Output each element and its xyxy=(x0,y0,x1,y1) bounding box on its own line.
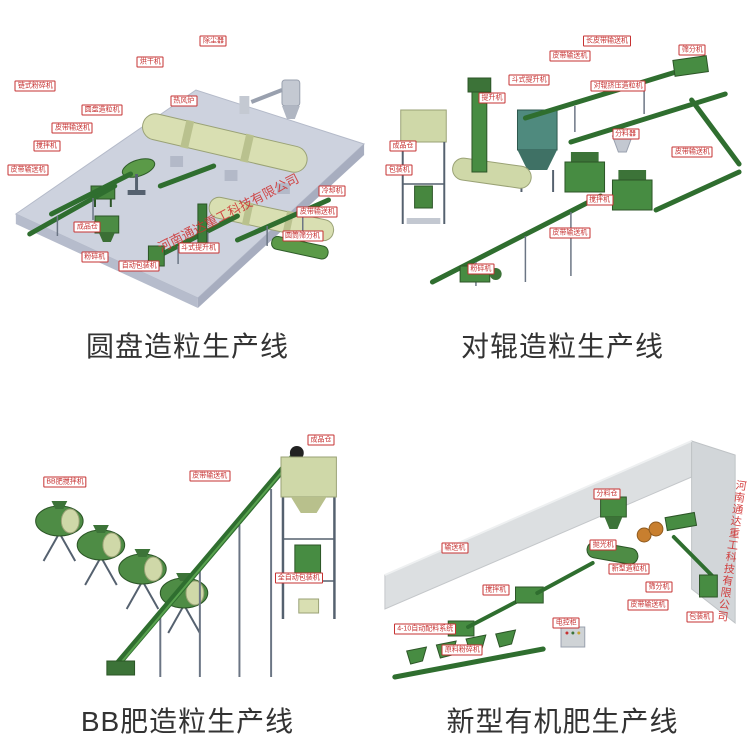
exhaust-stack xyxy=(239,96,250,114)
splitting-bin xyxy=(600,496,627,529)
belt-conveyors xyxy=(429,63,742,285)
roller-granulator-2 xyxy=(611,170,653,211)
dryer-drum xyxy=(142,113,308,173)
bucket-elevator xyxy=(467,77,492,173)
packing-machine xyxy=(699,574,718,598)
crusher xyxy=(447,620,475,637)
conveyor xyxy=(535,561,595,595)
conveyor xyxy=(671,535,716,579)
dryer-piers xyxy=(170,156,290,194)
crusher xyxy=(459,265,502,283)
packing-tower xyxy=(400,109,447,224)
polishing-machine xyxy=(636,521,664,543)
screening-machine xyxy=(664,511,698,532)
screening-machine xyxy=(672,55,709,77)
caption-roller-granulation-line: 对辊造粒生产线 xyxy=(460,331,664,362)
roller-granulator-1 xyxy=(564,152,606,193)
factory-walls xyxy=(384,440,736,625)
panel-bb-fertilizer-line: BB肥搅拌机皮带输送机成品仓全自动包装机 BB肥造粒生产线 xyxy=(0,375,375,750)
mixer xyxy=(515,586,544,604)
panel-roller-granulation-line: 成品仓包装机提升机斗式提升机皮带输送机长皮带输送机筛分机对辊挤压造粒机分料器皮带… xyxy=(375,0,750,375)
dust-collector xyxy=(250,79,301,119)
bb-fertilizer-illustration: BB肥搅拌机皮带输送机成品仓全自动包装机 xyxy=(2,389,373,689)
product-bin-tower xyxy=(280,456,337,619)
control-cabinet xyxy=(560,626,586,648)
mixer-drum xyxy=(452,157,532,189)
raw-material-bin xyxy=(516,109,558,192)
batching-system xyxy=(392,629,546,680)
panel-disc-granulation-line: 链式粉碎机烘干机除尘器热风炉圆盘造粒机皮带输送机搅拌机皮带输送机成品仓粉碎机自动… xyxy=(0,0,375,375)
distributor xyxy=(611,135,633,153)
bb-mixers xyxy=(35,501,209,634)
caption-disc-granulation-line: 圆盘造粒生产线 xyxy=(85,331,289,362)
roller-granulation-illustration: 成品仓包装机提升机斗式提升机皮带输送机长皮带输送机筛分机对辊挤压造粒机分料器皮带… xyxy=(377,14,748,314)
caption-organic-fertilizer-line: 新型有机肥生产线 xyxy=(446,706,679,737)
product-bin xyxy=(94,215,120,242)
disc-granulation-illustration: 链式粉碎机烘干机除尘器热风炉圆盘造粒机皮带输送机搅拌机皮带输送机成品仓粉碎机自动… xyxy=(2,14,373,314)
caption-bb-fertilizer-line: BB肥造粒生产线 xyxy=(80,706,295,737)
